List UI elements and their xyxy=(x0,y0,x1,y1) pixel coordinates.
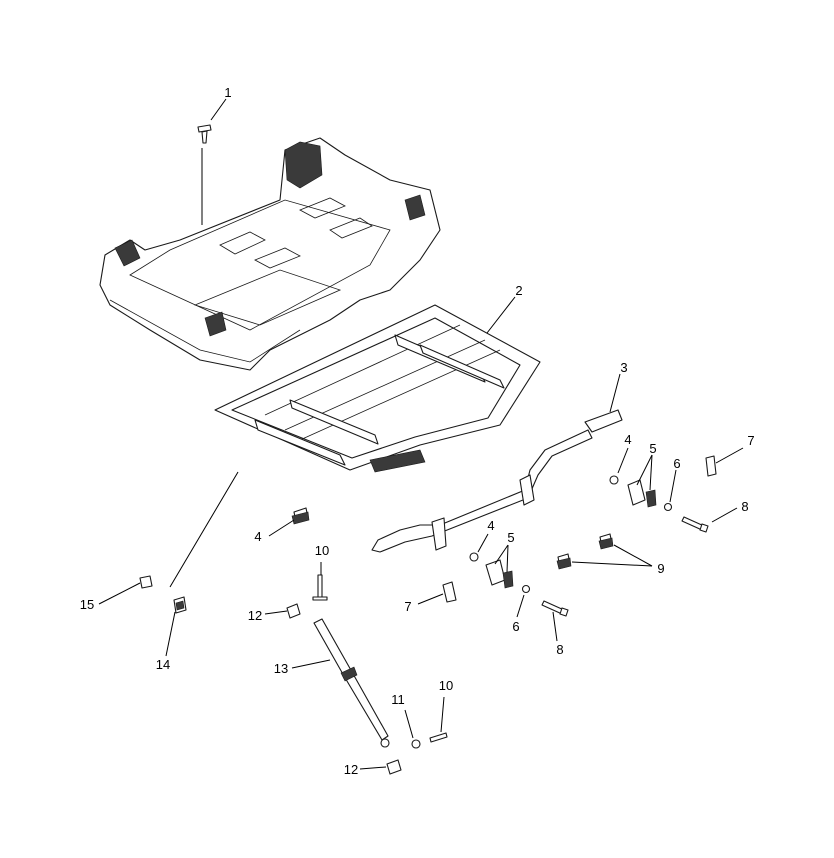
callout-14: 14 xyxy=(156,657,170,672)
callout-11: 11 xyxy=(391,692,405,707)
seat-base-tub xyxy=(99,137,441,371)
callout-1: 1 xyxy=(224,85,231,100)
pin-10-lower xyxy=(429,732,448,743)
screw xyxy=(197,124,212,144)
leader-lines xyxy=(98,98,744,770)
seat-frame xyxy=(214,304,541,473)
spring-7-lower xyxy=(442,581,457,603)
clip-12-lower xyxy=(386,759,402,775)
washer-6-upper xyxy=(663,502,673,512)
callout-13: 13 xyxy=(274,661,288,676)
callout-5-right: 5 xyxy=(649,441,656,456)
callout-3: 3 xyxy=(620,360,627,375)
clip-12-upper xyxy=(286,603,301,619)
bumper-9-lower xyxy=(556,553,572,570)
callout-9: 9 xyxy=(657,561,664,576)
bracket-5-lower xyxy=(485,559,514,589)
nut-11 xyxy=(411,739,421,749)
callout-10-upper: 10 xyxy=(315,543,329,558)
bumper-14 xyxy=(173,596,187,614)
bumper-9-upper xyxy=(598,533,614,550)
callout-4-left: 4 xyxy=(254,529,261,544)
spring-7-upper xyxy=(705,455,717,477)
callout-8-center: 8 xyxy=(556,642,563,657)
callout-12-upper: 12 xyxy=(248,608,262,623)
nut-4-center xyxy=(469,552,479,562)
callout-7-right: 7 xyxy=(747,433,754,448)
callout-8-right: 8 xyxy=(741,499,748,514)
callout-4-right: 4 xyxy=(624,432,631,447)
bolt-8-upper xyxy=(681,516,709,533)
callout-10-lower: 10 xyxy=(439,678,453,693)
bracket-5-upper xyxy=(627,479,657,508)
bolt-8-lower xyxy=(541,600,569,617)
callout-6-right: 6 xyxy=(673,456,680,471)
callout-2: 2 xyxy=(515,283,522,298)
washer-6-lower xyxy=(521,584,531,594)
pin-10-upper xyxy=(312,574,328,601)
latch-bar xyxy=(371,409,623,553)
bolt-15 xyxy=(139,575,153,589)
callout-12-lower: 12 xyxy=(344,762,358,777)
callout-15: 15 xyxy=(80,597,94,612)
bumper-4-left xyxy=(291,507,310,525)
callout-6-center: 6 xyxy=(512,619,519,634)
callout-labels: 1 2 3 4 5 6 7 8 4 4 5 9 10 7 6 8 12 13 1… xyxy=(80,85,755,777)
gas-strut-13 xyxy=(313,618,390,748)
callout-7-center: 7 xyxy=(404,599,411,614)
nut-4-right-upper xyxy=(609,475,619,485)
callout-5-center: 5 xyxy=(507,530,514,545)
callout-4-center: 4 xyxy=(487,518,494,533)
